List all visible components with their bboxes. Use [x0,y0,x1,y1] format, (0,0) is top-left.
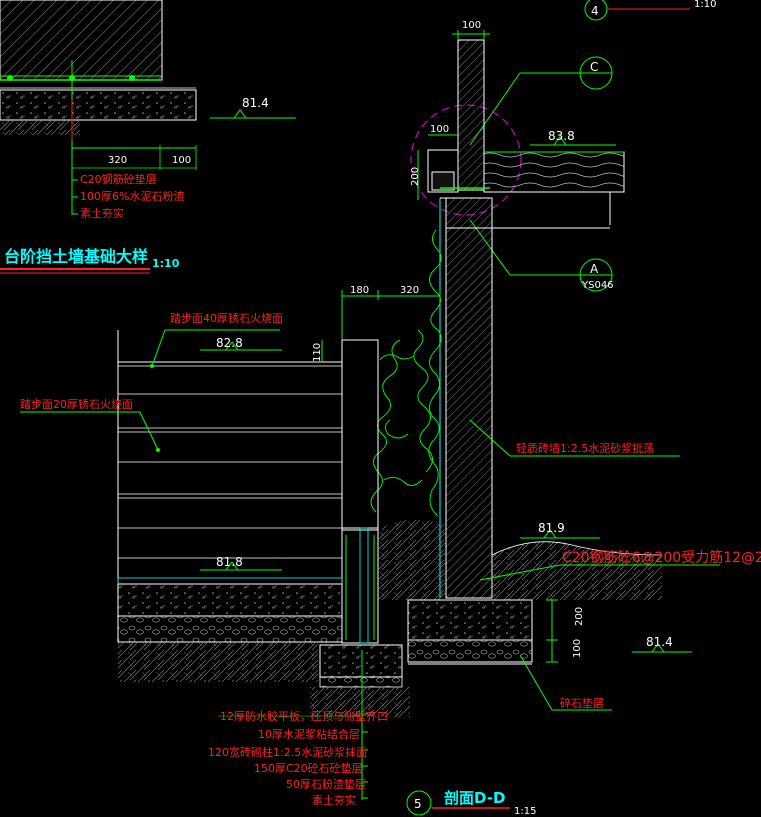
dim-footing-100: 100 [572,639,583,658]
dim-step-180: 180 [350,285,369,296]
dim-step-110: 110 [312,343,323,362]
steps: 180 320 110 82.8 81.8 踏步面40厚锈石火烧面 踏步面20厚… [20,285,441,682]
callout-c-label: C [590,60,598,74]
section-label: 5 剖面D-D 1:15 [406,789,536,817]
section-scale: 1:15 [514,806,536,817]
ground-right: 81.9 C20钢筋砼6@200受力筋12@200 81.4 轻质砖墙1:2.5… [378,419,761,653]
dim-footing-200: 200 [574,607,585,626]
section-title: 剖面D-D [444,789,505,807]
detail-title-text: 台阶挡土墙基础大样 [4,247,148,266]
layers-list: 12厚防水胶平板，压顶与侧壁齐口 10厚水泥浆粘结合层 120宽砖砌柱1:2.5… [208,709,388,807]
note-step-surface: 踏步面40厚锈石火烧面 [170,311,283,325]
layer-5: 50厚石粉渣垫层 [286,777,366,791]
callout-c: C [469,56,613,146]
level-step-base: 81.8 [216,555,243,569]
dim-step-320: 320 [400,285,419,296]
level-step-top: 82.8 [216,336,243,350]
callout-4-number: 4 [591,4,599,18]
layer-1: 12厚防水胶平板，压顶与侧壁齐口 [220,709,388,723]
note-gravel-bed: 碎石垫层 [560,696,604,710]
level-deck: 83.8 [548,129,575,143]
level-81-4-top: 81.4 [242,96,269,110]
wall-post: 100 100 200 83.8 [410,20,625,599]
dim-cap-height: 200 [410,167,421,186]
top-left-detail: 320 100 C20钢筋砼垫层 100厚6%水泥石粉渣 素土夯实 81.4 [0,0,296,220]
level-low-right: 81.4 [646,635,673,649]
callout-a-label: A [590,262,599,276]
dim-cap-width: 100 [430,124,449,135]
layer-3: 120宽砖砌柱1:2.5水泥砂浆抹面 [208,745,367,759]
note-rebar: C20钢筋砼6@200受力筋12@200 [562,549,761,566]
vine-plants [370,229,442,517]
note-soil: 素土夯实 [80,206,124,220]
layer-6: 素土夯实 [312,793,356,807]
callout-a-sub: YS046 [581,280,614,291]
level-ground-right: 81.9 [538,521,565,535]
layer-2: 10厚水泥浆粘结合层 [258,727,360,741]
dim-wall-top: 100 [462,20,481,31]
dim-320: 320 [108,155,127,166]
note-wall: 轻质砖墙1:2.5水泥砂浆批荡 [516,441,654,455]
top-callout: 4 1:10 [584,0,716,21]
layer-4: 150厚C20砼石砼垫层 [254,761,363,775]
note-gravel: 100厚6%水泥石粉渣 [80,189,184,203]
section-number: 5 [414,797,422,811]
detail-title: 台阶挡土墙基础大样 1:10 [0,247,180,274]
footings: 200 100 碎石垫层 [310,599,612,800]
note-c20: C20钢筋砼垫层 [80,172,157,186]
detail-title-scale: 1:10 [152,257,180,270]
note-riser-surface: 踏步面20厚锈石火烧面 [20,397,133,411]
callout-4-scale: 1:10 [694,0,716,10]
dim-100: 100 [172,155,191,166]
